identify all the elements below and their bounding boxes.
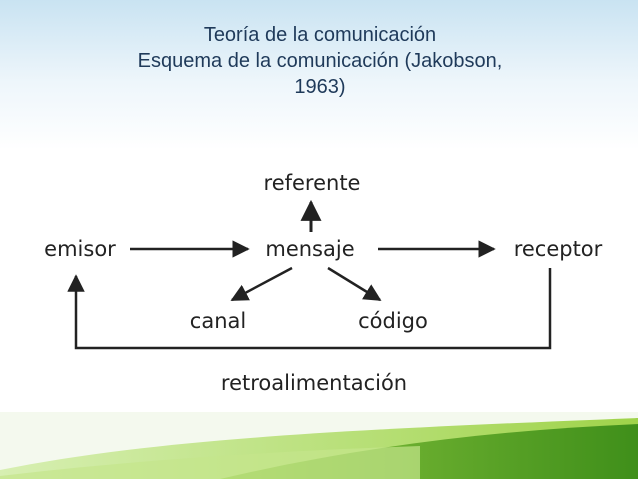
node-retroalimentacion: retroalimentación xyxy=(221,371,407,395)
arrow-feedback-loop xyxy=(67,268,552,350)
sky-gradient xyxy=(0,0,638,150)
node-receptor: receptor xyxy=(514,237,603,261)
node-canal: canal xyxy=(190,309,246,333)
title-line-2: Esquema de la comunicación (Jakobson, xyxy=(137,50,503,72)
node-codigo: código xyxy=(358,309,428,333)
slide-title: Teoría de la comunicación Esquema de la … xyxy=(60,22,580,100)
arrow-mensaje-to-codigo xyxy=(327,266,382,302)
arrow-mensaje-to-canal xyxy=(230,266,293,302)
diagram-panel: referente emisor mensaje receptor canal … xyxy=(0,150,638,412)
grass-swoosh-pale xyxy=(0,446,420,479)
node-referente: referente xyxy=(264,171,361,195)
title-line-1: Teoría de la comunicación xyxy=(203,24,437,46)
node-mensaje: mensaje xyxy=(265,237,354,261)
node-emisor: emisor xyxy=(44,237,116,261)
communication-diagram: referente emisor mensaje receptor canal … xyxy=(44,171,603,395)
title-line-3: 1963) xyxy=(294,76,346,98)
